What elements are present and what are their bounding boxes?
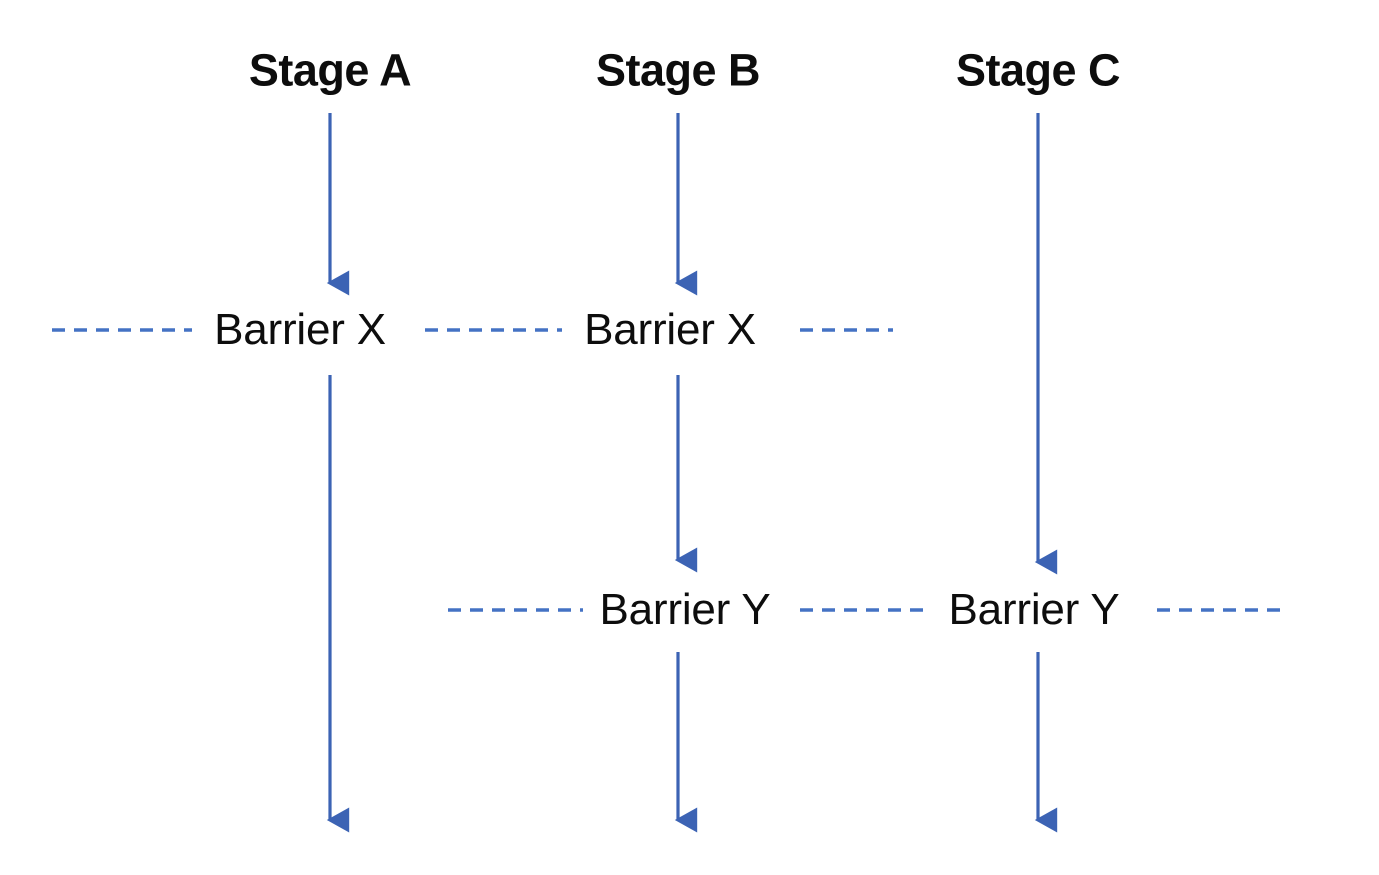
arrow-layer xyxy=(326,113,1058,833)
stage-label-c: Stage C xyxy=(955,44,1121,96)
stage-label-a: Stage A xyxy=(248,44,412,96)
barrier-label-x-b: Barrier X xyxy=(584,305,756,354)
barrier-label-y-c: Barrier Y xyxy=(948,585,1120,634)
barrier-label-x-a: Barrier X xyxy=(214,305,386,354)
stage-label-b: Stage B xyxy=(595,44,761,96)
barrier-label-y-b: Barrier Y xyxy=(599,585,771,634)
dashed-link-layer xyxy=(52,328,1287,612)
